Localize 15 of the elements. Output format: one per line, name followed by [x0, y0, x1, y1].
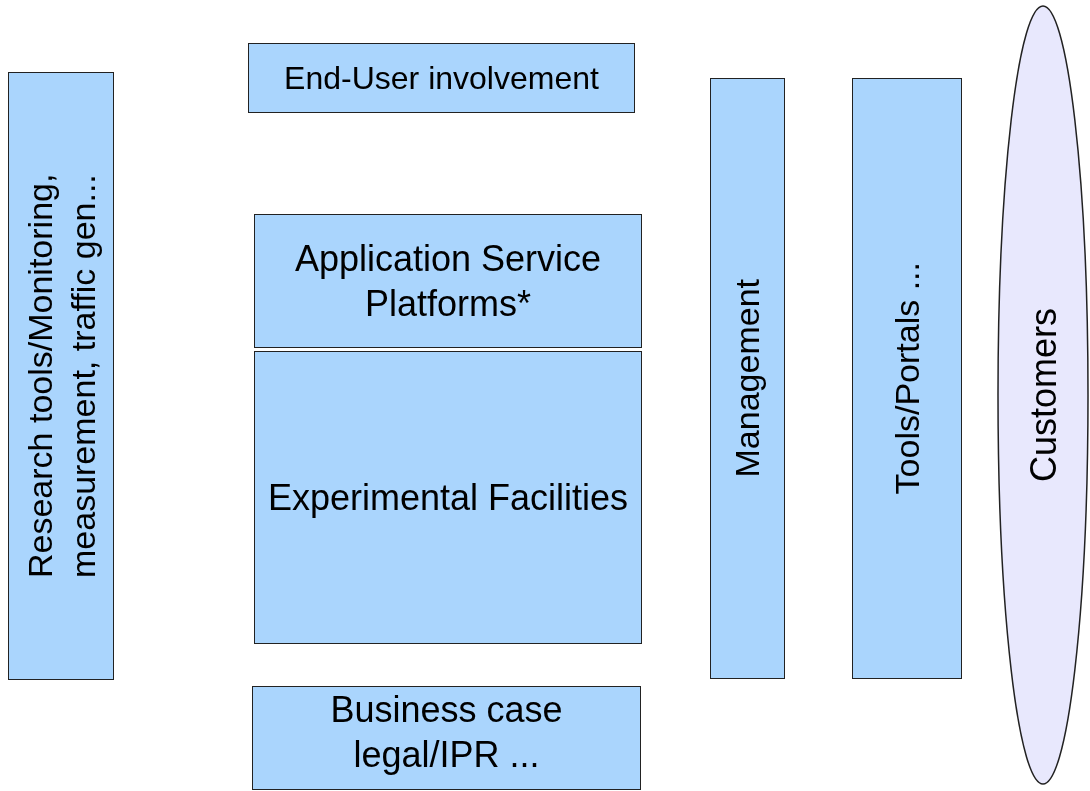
box-label: Tools/Portals ... — [886, 262, 927, 495]
layer-box — [252, 686, 641, 790]
box-label: Research tools/Monitoring, measurement, traffic gen... — [19, 172, 103, 581]
side-panel — [852, 78, 962, 679]
box-label: Application Service Platforms* — [293, 237, 603, 326]
box-label: Customers — [1021, 307, 1065, 482]
box-label: Experimental Facilities — [267, 476, 629, 520]
layer-box — [248, 43, 635, 113]
box-label: Business case legal/IPR ... — [329, 688, 564, 777]
box-label: End-User involvement — [284, 59, 599, 98]
layer-box — [254, 351, 642, 644]
side-panel — [710, 78, 785, 679]
side-panel — [8, 72, 114, 680]
layer-box — [254, 214, 642, 348]
box-label: Management — [727, 279, 768, 478]
